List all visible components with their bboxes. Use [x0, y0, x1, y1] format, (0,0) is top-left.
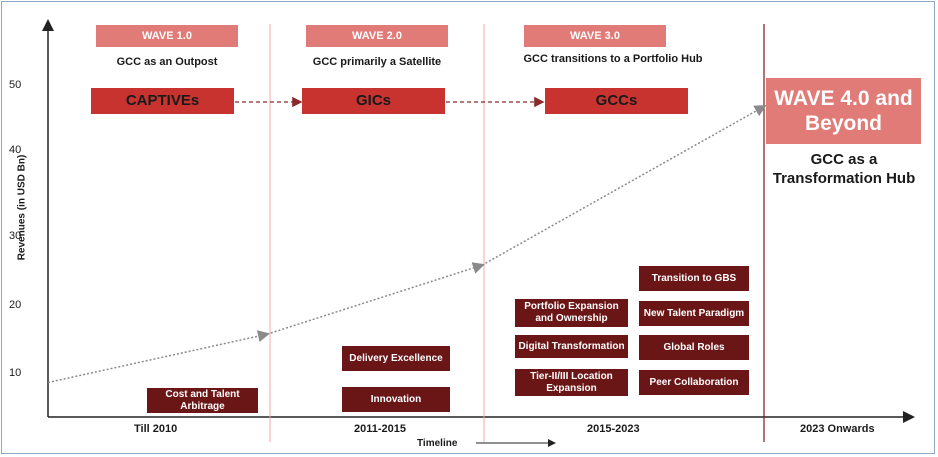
x-axis-label: Timeline — [417, 438, 458, 449]
y-tick-10: 10 — [9, 367, 22, 379]
y-tick-20: 20 — [9, 299, 22, 311]
box-innovation: Innovation — [342, 387, 450, 412]
box-cost-talent-arbitrage: Cost and Talent Arbitrage — [147, 388, 258, 413]
box-new-talent-paradigm: New Talent Paradigm — [639, 301, 749, 326]
box-peer-collaboration: Peer Collaboration — [639, 370, 749, 395]
wave-4-subtitle: GCC as a Transformation Hub — [772, 151, 916, 187]
stage-gics: GICs — [302, 88, 445, 114]
box-digital-transformation: Digital Transformation — [515, 335, 628, 358]
y-axis-label: Revenues (in USD Bn) — [16, 154, 28, 261]
y-tick-30: 30 — [9, 230, 22, 242]
x-period-2011-2015: 2011-2015 — [354, 423, 406, 435]
wave-1-subtitle: GCC as an Outpost — [116, 56, 218, 68]
trend-segment-1 — [47, 330, 270, 384]
trend-segment-3 — [481, 105, 767, 266]
box-portfolio-expansion: Portfolio Expansion and Ownership — [515, 299, 628, 327]
box-tier-location-expansion: Tier-II/III Location Expansion — [515, 369, 628, 396]
y-tick-50: 50 — [9, 79, 22, 91]
wave-2-subtitle: GCC primarily a Satellite — [312, 56, 442, 68]
box-transition-gbs: Transition to GBS — [639, 266, 749, 291]
trend-segment-2 — [266, 262, 485, 335]
wave-4-header: WAVE 4.0 and Beyond — [766, 78, 921, 144]
wave-1-header: WAVE 1.0 — [96, 25, 238, 47]
stage-captives: CAPTIVEs — [91, 88, 234, 114]
stage-gccs: GCCs — [545, 88, 688, 114]
x-period-till-2010: Till 2010 — [134, 423, 178, 435]
wave-3-subtitle: GCC transitions to a Portfolio Hub — [523, 53, 703, 65]
box-delivery-excellence: Delivery Excellence — [342, 346, 450, 371]
y-tick-40: 40 — [9, 144, 22, 156]
x-period-2015-2023: 2015-2023 — [587, 423, 640, 435]
wave-3-header: WAVE 3.0 — [524, 25, 666, 47]
wave-2-header: WAVE 2.0 — [306, 25, 448, 47]
box-global-roles: Global Roles — [639, 335, 749, 360]
x-period-2023-onwards: 2023 Onwards — [800, 423, 875, 435]
